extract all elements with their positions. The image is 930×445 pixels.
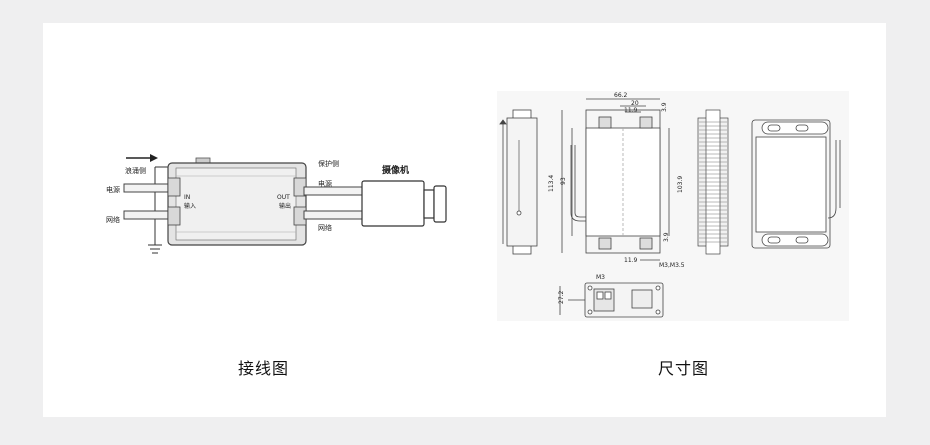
label-camera: 摄像机: [382, 164, 409, 176]
dim-27-2: 27.2: [558, 290, 565, 304]
camera-shape: [361, 180, 447, 227]
dim-m3: M3: [596, 274, 605, 281]
ground-wire: [148, 166, 170, 254]
label-network-left: 网络: [106, 215, 120, 224]
wiring-caption: 接线图: [238, 359, 290, 378]
label-in-cn: 输入: [184, 202, 196, 210]
dim-103-9: 103.9: [677, 176, 684, 193]
front-cable: [570, 145, 586, 222]
label-out-en: OUT: [277, 194, 290, 201]
surge-direction-arrow: [126, 154, 158, 162]
label-in-en: IN: [184, 194, 190, 201]
label-protect-side: 保护侧: [318, 159, 339, 168]
dim-width: 66.2: [614, 92, 628, 99]
bottom-view: [559, 282, 664, 318]
side-view-left: [499, 109, 538, 255]
dim-20: 20: [631, 100, 639, 107]
dim-11-9-bottom: 11.9: [624, 257, 638, 264]
dim-11-9-top: 11.9: [624, 107, 638, 114]
label-network-right: 网络: [318, 223, 332, 232]
dimension-caption: 尺寸图: [658, 359, 710, 378]
label-power-right: 电源: [318, 179, 332, 188]
heatsink-fins: [699, 121, 727, 243]
protector-device: [167, 157, 307, 246]
label-ground-side: 浪涌侧: [125, 166, 146, 175]
dim-3-9-top: 3.9: [661, 102, 668, 112]
front-view: [561, 98, 670, 261]
dim-screw: M3,M3.5: [659, 262, 685, 269]
label-out-cn: 输出: [279, 202, 291, 210]
dim-113-4: 113.4: [548, 175, 555, 192]
label-power-left: 电源: [106, 185, 120, 194]
back-view: [751, 119, 841, 249]
dim-3-9-bottom: 3.9: [663, 232, 670, 242]
dim-93: 93: [560, 177, 567, 185]
